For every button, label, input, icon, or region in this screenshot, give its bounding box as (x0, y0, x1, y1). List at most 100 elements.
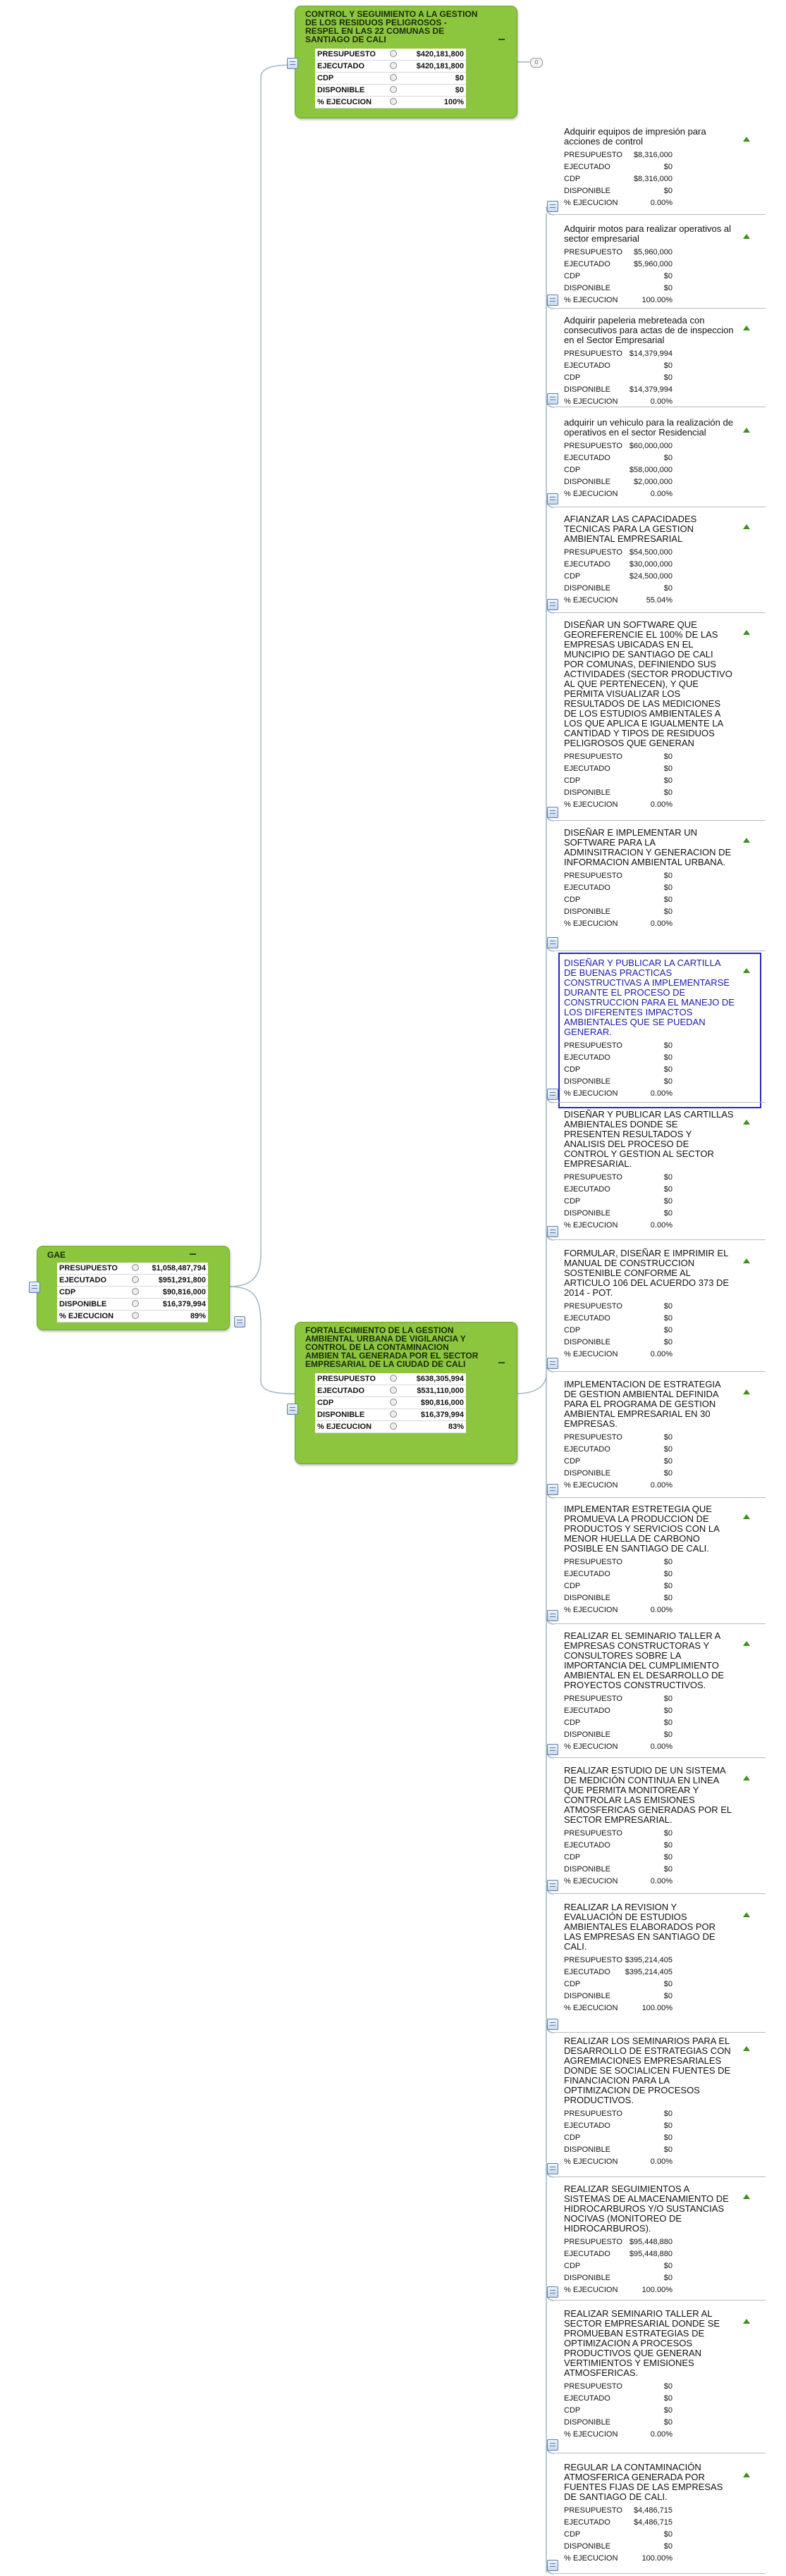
node-underline (554, 1757, 766, 1758)
note-icon[interactable] (547, 937, 558, 948)
expand-triangle-icon[interactable] (743, 234, 750, 239)
note-icon[interactable] (547, 201, 558, 212)
note-icon[interactable] (547, 2163, 558, 2174)
expand-triangle-icon[interactable] (743, 1258, 750, 1263)
budget-value: $16,379,994 (142, 1298, 208, 1311)
budget-label: EJECUTADO (57, 1274, 129, 1287)
activity-node[interactable]: REALIZAR ESTUDIO DE UN SISTEMA DE MEDICI… (547, 1766, 766, 1894)
collapse-minus-icon[interactable] (190, 1253, 196, 1255)
activity-budget-label: PRESUPUESTO (564, 442, 622, 450)
note-icon[interactable] (547, 2560, 558, 2571)
note-icon[interactable] (547, 2439, 558, 2451)
expand-triangle-icon[interactable] (743, 2472, 750, 2477)
activity-budget-row: PRESUPUESTO$0 (564, 751, 673, 763)
collapse-minus-icon[interactable] (498, 39, 505, 40)
activity-budget-label: EJECUTADO (564, 1570, 610, 1578)
expand-triangle-icon[interactable] (743, 1641, 750, 1646)
collapse-minus-icon[interactable] (498, 1362, 505, 1363)
activity-budget-label: CDP (564, 572, 581, 581)
note-icon[interactable] (287, 58, 298, 69)
expand-triangle-icon[interactable] (743, 2319, 750, 2324)
activity-budget-value: $0 (663, 1445, 673, 1454)
expand-triangle-icon[interactable] (743, 326, 750, 330)
activity-budget-value: 0.00% (650, 490, 673, 498)
activity-budget-label: EJECUTADO (564, 764, 610, 773)
note-icon[interactable] (547, 1484, 558, 1495)
expand-triangle-icon[interactable] (743, 2194, 750, 2199)
activity-budget-row: PRESUPUESTO$0 (564, 1828, 673, 1840)
note-icon[interactable] (547, 1880, 558, 1891)
expand-triangle-icon[interactable] (743, 2046, 750, 2051)
budget-label: % EJECUCION (315, 1420, 387, 1433)
activity-node[interactable]: DISEÑAR UN SOFTWARE QUE GEOREFERENCIE EL… (547, 620, 766, 821)
expand-triangle-icon[interactable] (743, 428, 750, 433)
activity-budget-row: PRESUPUESTO$0 (564, 1432, 673, 1444)
topic-control-respel[interactable]: CONTROL Y SEGUIMIENTO A LA GESTION DE LO… (287, 6, 517, 118)
expand-triangle-icon[interactable] (743, 1776, 750, 1781)
expand-triangle-icon[interactable] (743, 1514, 750, 1519)
note-icon[interactable] (547, 2019, 558, 2030)
note-icon[interactable] (547, 599, 558, 610)
activity-node[interactable]: Adquirir papeleria mebreteada con consec… (547, 316, 766, 407)
activity-node[interactable]: DISEÑAR Y PUBLICAR LAS CARTILLAS AMBIENT… (547, 1110, 766, 1240)
expand-triangle-icon[interactable] (743, 630, 750, 635)
activity-node[interactable]: IMPLEMENTAR ESTRETEGIA QUE PROMUEVA LA P… (547, 1504, 766, 1624)
activity-budget-row: DISPONIBLE$0 (564, 787, 673, 799)
note-icon[interactable] (547, 1610, 558, 1621)
note-icon[interactable] (547, 393, 558, 404)
expand-triangle-icon[interactable] (743, 968, 750, 973)
topic-fortalecimiento-gestion-ambiental[interactable]: FORTALECIMIENTO DE LA GESTION AMBIENTAL … (287, 1322, 517, 1464)
expand-triangle-icon[interactable] (743, 137, 750, 142)
activity-budget-label: EJECUTADO (564, 884, 610, 892)
activity-node[interactable]: REGULAR LA CONTAMINACIÓN ATMOSFERICA GEN… (547, 2463, 766, 2574)
activity-node[interactable]: DISEÑAR E IMPLEMENTAR UN SOFTWARE PARA L… (547, 828, 766, 951)
activity-node[interactable]: Adquirir motos para realizar operativos … (547, 224, 766, 309)
activity-budget-label: % EJECUCION (564, 490, 618, 498)
activity-budget-row: EJECUTADO$0 (564, 360, 673, 372)
activity-node[interactable]: IMPLEMENTACION DE ESTRATEGIA DE GESTION … (547, 1380, 766, 1498)
budget-value: $951,291,800 (142, 1274, 208, 1287)
activity-budget-value: 0.00% (650, 1481, 673, 1490)
activity-node[interactable]: REALIZAR LA REVISION Y EVALUACIÓN DE EST… (547, 1902, 766, 2033)
activity-node[interactable]: DISEÑAR Y PUBLICAR LA CARTILLA DE BUENAS… (547, 953, 766, 1108)
note-icon[interactable] (547, 295, 558, 306)
activity-budget-label: PRESUPUESTO (564, 1829, 622, 1838)
activity-budget-value: $14,379,994 (629, 385, 673, 394)
attachment-icon[interactable] (234, 1316, 245, 1327)
node-underline (554, 820, 766, 821)
activity-budget-row: DISPONIBLE$0 (564, 583, 673, 595)
activity-budget-value: $0 (663, 2418, 673, 2427)
activity-node[interactable]: adquirir un vehiculo para la realización… (547, 418, 766, 507)
note-icon[interactable] (547, 2286, 558, 2298)
note-icon[interactable] (287, 1404, 298, 1415)
activity-node[interactable]: REALIZAR LOS SEMINARIOS PARA EL DESARROL… (547, 2036, 766, 2177)
note-icon[interactable] (29, 1282, 40, 1293)
note-icon[interactable] (547, 1089, 558, 1100)
activity-node[interactable]: REALIZAR EL SEMINARIO TALLER A EMPRESAS … (547, 1631, 766, 1758)
note-icon[interactable] (547, 1358, 558, 1369)
activity-node[interactable]: AFIANZAR LAS CAPACIDADES TECNICAS PARA L… (547, 514, 766, 613)
expand-triangle-icon[interactable] (743, 524, 750, 529)
expand-triangle-icon[interactable] (743, 1912, 750, 1917)
expand-triangle-icon[interactable] (743, 1389, 750, 1394)
activity-node[interactable]: REALIZAR SEMINARIO TALLER AL SECTOR EMPR… (547, 2309, 766, 2453)
expand-triangle-icon[interactable] (743, 1120, 750, 1125)
expand-collapsed-branch-button[interactable]: 0 (530, 58, 543, 68)
activity-budget-value: 100.00% (641, 2004, 673, 2012)
note-icon[interactable] (547, 1744, 558, 1755)
activity-budget-value: $0 (663, 1077, 673, 1086)
activity-node[interactable]: REALIZAR SEGUIMIENTOS A SISTEMAS DE ALMA… (547, 2184, 766, 2301)
note-icon[interactable] (547, 807, 558, 818)
note-icon[interactable] (547, 1226, 558, 1237)
note-icon[interactable] (547, 493, 558, 504)
activity-budget-label: PRESUPUESTO (564, 1956, 622, 1964)
activity-node[interactable]: FORMULAR, DISEÑAR E IMPRIMIR EL MANUAL D… (547, 1249, 766, 1372)
activity-budget-value: $2,000,000 (633, 478, 673, 486)
activity-budget-row: DISPONIBLE$0 (564, 283, 673, 295)
activity-budget-value: $0 (663, 776, 673, 785)
activity-node[interactable]: Adquirir equipos de impresión para accio… (547, 127, 766, 215)
expand-triangle-icon[interactable] (743, 838, 750, 843)
